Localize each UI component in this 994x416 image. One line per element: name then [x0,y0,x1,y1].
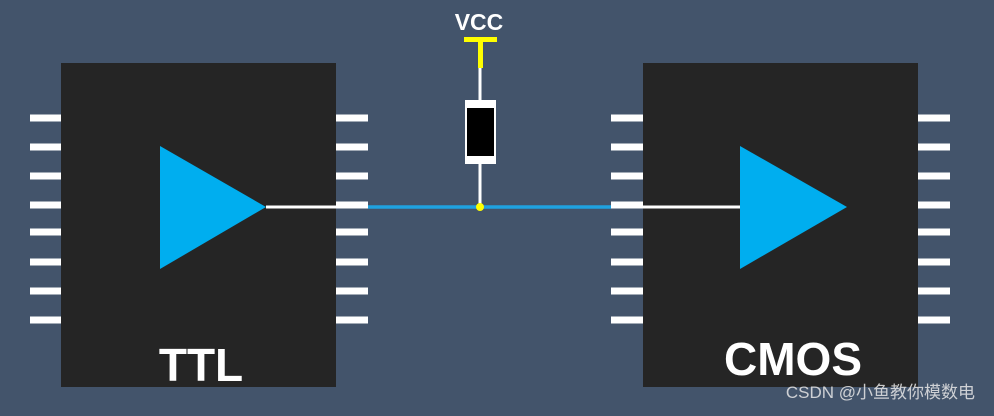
ttl-left-pin-1 [30,114,61,122]
cmos-right-pin-5 [918,228,950,236]
ttl-left-pin-3 [30,172,61,180]
cmos-left-pins [611,114,643,324]
ttl-right-pin-5 [336,228,368,236]
cmos-left-pin-3 [611,172,643,180]
ttl-right-pin-8 [336,316,368,324]
ttl-left-pin-4 [30,201,61,209]
ttl-right-pin-6 [336,258,368,266]
ttl-left-pin-5 [30,228,61,236]
ttl-left-pin-7 [30,287,61,295]
cmos-right-pin-1 [918,114,950,122]
cmos-left-pin-1 [611,114,643,122]
ttl-right-pin-3 [336,172,368,180]
vcc-label: VCC [455,9,504,35]
watermark: CSDN @小鱼教你模数电 [786,383,975,402]
ttl-left-pin-6 [30,258,61,266]
cmos-right-pin-4 [918,201,950,209]
ttl-right-pin-2 [336,143,368,151]
ttl-chip: TTL [30,63,368,391]
ttl-right-pins [336,114,368,324]
cmos-right-pin-8 [918,316,950,324]
cmos-left-pin-7 [611,287,643,295]
ttl-left-pin-8 [30,316,61,324]
ttl-buffer-icon [160,146,266,269]
ttl-right-pin-4 [336,201,368,209]
ttl-label: TTL [159,339,243,391]
ttl-right-pin-1 [336,114,368,122]
ttl-left-pin-2 [30,143,61,151]
cmos-label: CMOS [724,333,862,385]
cmos-left-pin-6 [611,258,643,266]
cmos-left-pin-2 [611,143,643,151]
cmos-chip: CMOS [611,63,950,387]
cmos-right-pin-6 [918,258,950,266]
resistor-icon [465,100,496,164]
pull-up-branch: VCC [455,9,504,211]
junction-node [476,203,484,211]
ttl-right-pin-7 [336,287,368,295]
cmos-left-pin-4 [611,201,643,209]
cmos-right-pin-7 [918,287,950,295]
cmos-left-pin-5 [611,228,643,236]
cmos-buffer-icon [740,146,847,269]
vcc-tee-icon [464,37,497,68]
cmos-right-pin-2 [918,143,950,151]
ttl-left-pins [30,114,61,324]
cmos-right-pins [918,114,950,324]
cmos-left-pin-8 [611,316,643,324]
cmos-right-pin-3 [918,172,950,180]
